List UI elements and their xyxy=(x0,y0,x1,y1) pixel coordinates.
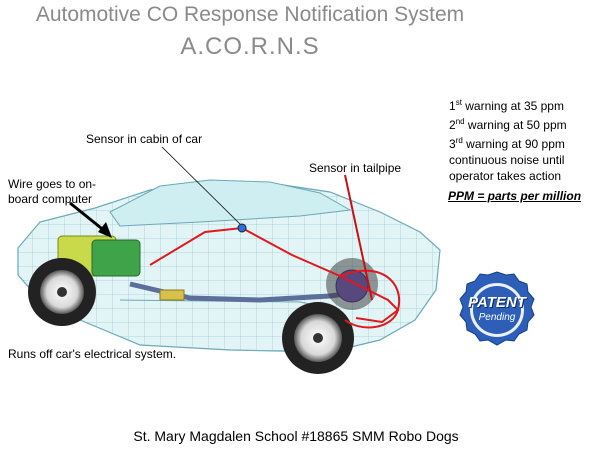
page-subtitle: A.CO.R.N.S xyxy=(180,33,320,60)
power-label: Runs off car's electrical system. xyxy=(8,347,177,361)
continuous-noise-text: continuous noise until operator takes ac… xyxy=(449,153,565,183)
warning-item: 2nd warning at 50 ppm xyxy=(449,117,567,132)
wire-label: Wire goes to on-board computer xyxy=(8,177,97,206)
patent-badge-text: PATENT xyxy=(468,294,526,311)
warning-list: 1st warning at 35 ppm 2nd warning at 50 … xyxy=(449,95,579,184)
patent-badge xyxy=(459,271,535,346)
ppm-definition: PPM = parts per million xyxy=(448,189,582,203)
tailpipe-sensor-label: Sensor in tailpipe xyxy=(309,161,402,175)
footer-credit: St. Mary Magdalen School #18865 SMM Robo… xyxy=(133,428,459,444)
patent-badge-subtext: Pending xyxy=(478,312,516,323)
wire-arrowhead xyxy=(98,222,112,238)
rear-right-wheel xyxy=(326,258,378,310)
warning-item: 3rd warning at 90 ppm xyxy=(449,136,565,151)
warning-item: 1st warning at 35 ppm xyxy=(449,98,564,113)
cabin-sensor-dot xyxy=(237,223,247,233)
rear-wheel xyxy=(282,302,354,374)
tailpipe-sensor-leader xyxy=(344,174,373,301)
cabin-sensor-label: Sensor in cabin of car xyxy=(86,132,203,146)
cabin-sensor-leader xyxy=(161,146,241,225)
page-title: Automotive CO Response Notification Syst… xyxy=(35,3,465,26)
front-wheel xyxy=(28,258,96,326)
wire-arrow xyxy=(69,201,107,234)
